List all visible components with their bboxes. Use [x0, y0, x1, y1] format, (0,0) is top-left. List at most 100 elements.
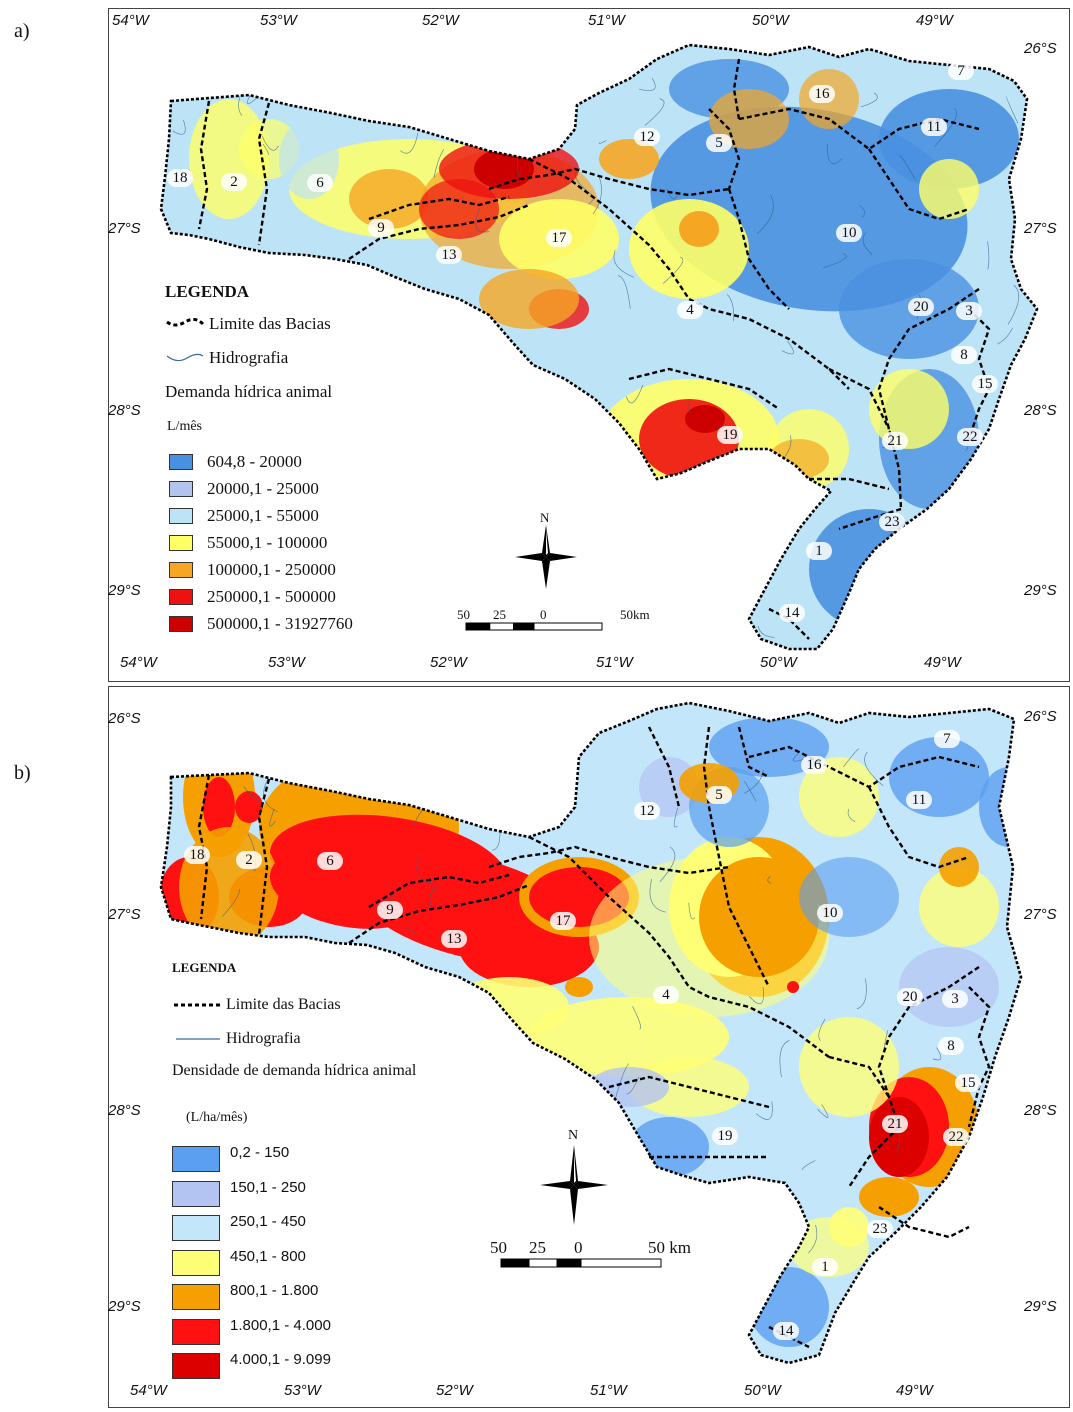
legend-swatch — [172, 1215, 220, 1241]
legend-b-variable: Densidade de demanda hídrica animal — [172, 1062, 416, 1080]
tick-label: 51°W — [590, 1382, 627, 1399]
legend-swatch — [172, 1146, 220, 1172]
basin-number: 22 — [957, 428, 983, 446]
legend-a-variable: Demanda hídrica animal — [165, 382, 332, 402]
river-line — [565, 457, 573, 477]
tick-label: 28°S — [108, 1102, 141, 1119]
river-line — [1017, 883, 1030, 907]
river-line — [873, 1341, 879, 1373]
basin-number: 8 — [951, 346, 977, 364]
north-arrow-icon — [540, 1145, 608, 1225]
basin-number: 20 — [897, 988, 923, 1006]
river-line — [605, 441, 612, 461]
class-zone — [799, 857, 899, 937]
river-line — [586, 474, 597, 484]
basin-number: 12 — [634, 802, 660, 820]
tick-label: 26°S — [1024, 708, 1057, 725]
hydrography-line-icon — [172, 1034, 224, 1044]
basin-number: 23 — [867, 1220, 893, 1238]
tick-label: 50°W — [744, 1382, 781, 1399]
legend-class-label: 250000,1 - 500000 — [207, 587, 336, 607]
basin-number: 3 — [942, 990, 968, 1008]
legend-swatch — [172, 1319, 220, 1345]
class-zone — [889, 737, 989, 817]
legend-class-label: 55000,1 - 100000 — [207, 533, 327, 553]
basin-number: 14 — [779, 604, 805, 622]
tick-label: 26°S — [1024, 40, 1057, 57]
legend-b-unit: (L/ha/mês) — [186, 1110, 247, 1126]
scale-label: 50 — [457, 607, 470, 623]
panel-b-label: b) — [14, 762, 31, 785]
basin-number: 7 — [948, 62, 974, 80]
basin-limit-line-icon — [172, 1000, 224, 1010]
river-line — [293, 77, 302, 109]
hydrography-line-icon — [165, 352, 205, 364]
basin-number: 9 — [377, 901, 403, 919]
legend-swatch — [172, 1353, 220, 1379]
basin-number: 12 — [634, 128, 660, 146]
north-arrow-icon — [515, 525, 577, 589]
legend-swatch — [172, 1250, 220, 1276]
river-line — [428, 389, 434, 416]
basin-number: 22 — [943, 1128, 969, 1146]
legend-class-label: 4.000,1 - 9.099 — [230, 1351, 331, 1368]
basin-number: 21 — [882, 432, 908, 450]
tick-label: 52°W — [430, 654, 467, 671]
basin-number: 4 — [677, 301, 703, 319]
basin-number: 9 — [368, 219, 394, 237]
tick-label: 51°W — [588, 12, 625, 29]
basin-number: 7 — [934, 730, 960, 748]
north-label-b: N — [568, 1128, 578, 1144]
legend-b-hydro: Hidrografia — [226, 1030, 301, 1048]
basin-number: 15 — [972, 375, 998, 393]
legend-swatch — [169, 454, 193, 470]
legend-swatch — [169, 508, 193, 524]
basin-number: 10 — [836, 224, 862, 242]
class-zone — [769, 439, 829, 479]
class-zone — [479, 269, 579, 329]
class-zone — [979, 767, 1039, 847]
legend-class-label: 604,8 - 20000 — [207, 452, 302, 472]
river-line — [588, 598, 600, 615]
river-line — [431, 743, 441, 772]
scale-label: 50 km — [648, 1238, 691, 1258]
tick-label: 27°S — [1024, 906, 1057, 923]
class-zone — [679, 211, 719, 247]
legend-class-label: 0,2 - 150 — [230, 1144, 289, 1161]
legend-swatch — [169, 481, 193, 497]
legend-swatch — [172, 1284, 220, 1310]
legend-class-label: 150,1 - 250 — [230, 1179, 306, 1196]
basin-number: 2 — [236, 851, 262, 869]
legend-class-label: 100000,1 - 250000 — [207, 560, 336, 580]
class-zone — [565, 977, 593, 997]
tick-label: 54°W — [112, 12, 149, 29]
tick-label: 28°S — [1024, 1102, 1057, 1119]
tick-label: 50°W — [752, 12, 789, 29]
legend-a: LEGENDA Limite das Bacias Hidrografia De… — [165, 282, 425, 632]
river-line — [1016, 622, 1029, 646]
basin-number: 18 — [184, 846, 210, 864]
legend-swatch — [169, 535, 193, 551]
river-line — [434, 768, 437, 789]
basin-number: 10 — [817, 904, 843, 922]
basin-number: 17 — [546, 229, 572, 247]
legend-a-unit: L/mês — [167, 419, 202, 435]
tick-label: 29°S — [1024, 582, 1057, 599]
basin-number: 4 — [653, 986, 679, 1004]
class-zone — [699, 857, 819, 977]
tick-label: 54°W — [120, 654, 157, 671]
tick-label: 53°W — [268, 654, 305, 671]
river-line — [556, 93, 574, 105]
scale-bar — [500, 1258, 662, 1268]
basin-number: 23 — [879, 513, 905, 531]
tick-label: 26°S — [108, 710, 141, 727]
class-zone — [869, 1097, 929, 1177]
panel-a-label: a) — [14, 20, 30, 43]
legend-class-label: 450,1 - 800 — [230, 1248, 306, 1265]
scale-label: 50km — [620, 607, 650, 623]
basin-number: 11 — [921, 118, 947, 136]
legend-class-label: 20000,1 - 25000 — [207, 479, 319, 499]
basin-limit-line-icon — [165, 318, 205, 330]
class-zone — [809, 509, 929, 629]
class-zone — [629, 1117, 709, 1177]
